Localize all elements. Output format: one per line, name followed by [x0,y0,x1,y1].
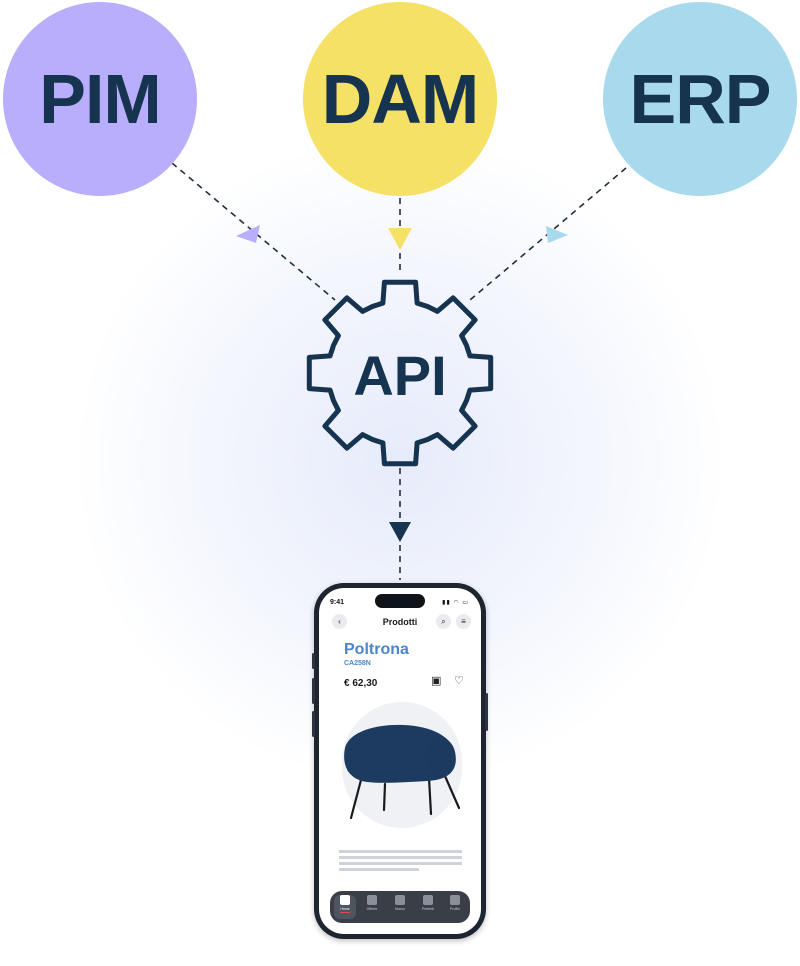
phone-screen: 9:41 ▮▮ ◠ ▭ ‹ Prodotti ⌕ ≡ Poltrona CA25… [319,588,481,934]
tab-offerte[interactable]: Offerte [361,895,383,911]
erp-label: ERP [629,60,772,138]
status-time: 9:41 [330,599,345,606]
description-line [339,850,462,853]
phone-volume-up [312,678,315,704]
gear-icon [306,279,494,467]
heart-icon[interactable]: ♡ [454,675,464,687]
menu-button[interactable]: ≡ [456,614,471,629]
tab-label: Preferiti [421,907,435,911]
tab-label: Home [340,907,350,911]
tab-preferiti[interactable]: Preferiti [417,895,439,911]
phone-power-button [485,693,488,731]
phone-volume-down [312,711,315,737]
chevron-left-icon: ‹ [338,617,341,626]
tab-home[interactable]: Home [334,895,356,919]
tab-nuovo[interactable]: Nuovo [389,895,411,911]
heart-tab-icon [423,895,433,905]
status-icons: ▮▮ ◠ ▭ [442,600,469,606]
dynamic-island [375,594,425,608]
pim-arrowhead [236,225,260,243]
app-arrowhead [389,522,411,542]
tab-label: Offerte [366,907,378,911]
pim-node: PIM [3,2,197,196]
search-icon: ⌕ [441,617,446,626]
phone-mockup: 9:41 ▮▮ ◠ ▭ ‹ Prodotti ⌕ ≡ Poltrona CA25… [312,583,488,939]
product-price: € 62,30 [344,678,378,689]
description-line [339,856,462,859]
phone-side-button [312,653,315,669]
user-icon [450,895,460,905]
product-name: Poltrona [344,641,409,658]
api-label: API [353,343,447,407]
product-code: CA258N [344,660,371,667]
dam-node: DAM [303,2,497,196]
page-title: Prodotti [382,617,418,627]
tab-label: Profilo [450,907,460,911]
tab-label: Nuovo [394,907,406,911]
bottom-tab-bar: Home Offerte Nuovo Preferiti Profilo [330,891,470,923]
pim-label: PIM [39,60,161,138]
erp-arrowhead [546,226,568,243]
cart-icon[interactable]: ▣ [431,675,442,687]
tab-profilo[interactable]: Profilo [444,895,466,911]
active-tab-indicator [340,912,350,913]
offer-icon [367,895,377,905]
armchair-image [344,724,461,820]
back-button[interactable]: ‹ [332,614,347,629]
pim-connector [171,162,336,301]
erp-node: ERP [603,2,797,196]
home-icon [340,895,350,905]
description-line [339,862,462,865]
search-button[interactable]: ⌕ [436,614,451,629]
menu-icon: ≡ [461,617,466,626]
dam-arrowhead [388,228,412,250]
new-icon [395,895,405,905]
description-line [339,868,419,871]
dam-label: DAM [321,60,479,138]
